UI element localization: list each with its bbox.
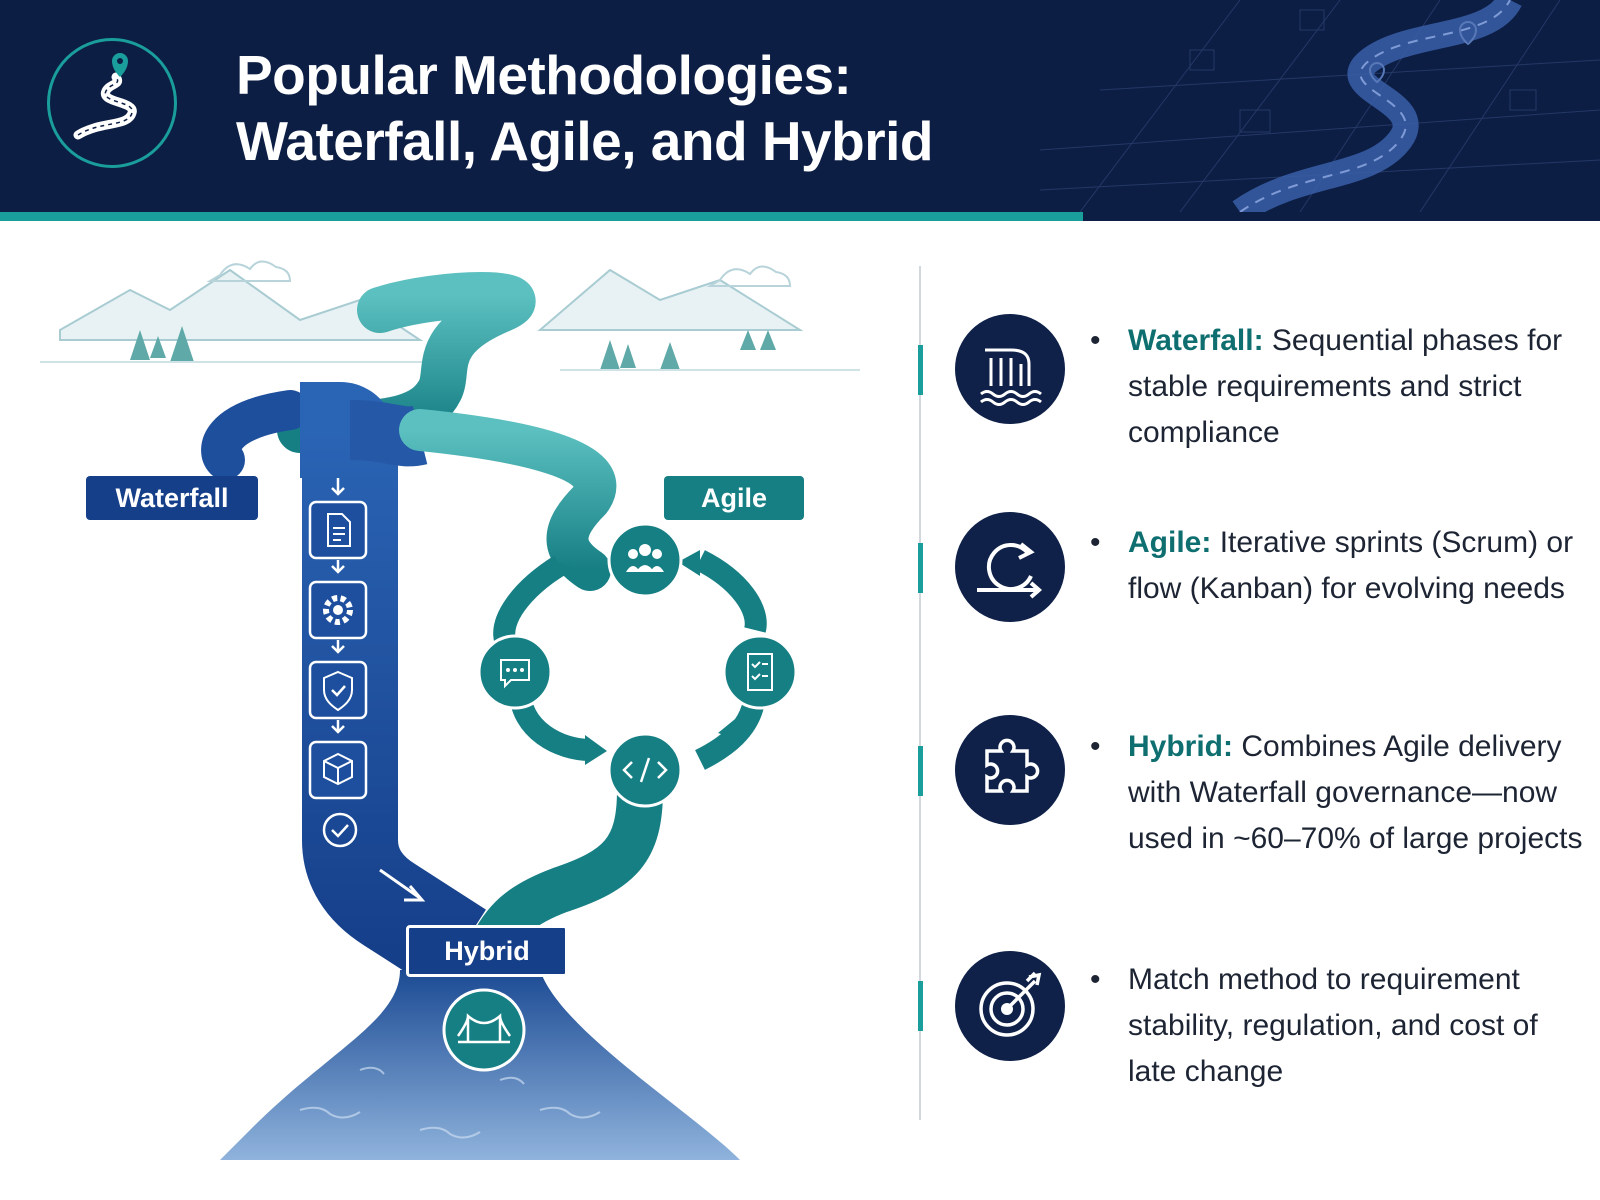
header-accent-bar-dark <box>1083 212 1600 221</box>
item-term: Waterfall: <box>1128 324 1264 357</box>
waterfall-description: Waterfall: Sequential phases for stable … <box>1128 318 1588 456</box>
item-term: Agile: <box>1128 526 1212 559</box>
item-text: Sequential phases for stable requirement… <box>1128 324 1563 449</box>
bullet: • <box>1090 730 1101 763</box>
road-map-decoration <box>1040 0 1600 212</box>
header-accent-bar <box>0 212 1083 221</box>
bullet: • <box>1090 963 1101 996</box>
hybrid-label: Hybrid <box>406 925 568 977</box>
target-icon <box>955 951 1065 1061</box>
bullet: • <box>1090 526 1101 559</box>
waterfall-icon <box>955 314 1065 424</box>
item-text: Combines Agile delivery with Waterfall g… <box>1128 730 1583 855</box>
agile-description: Agile: Iterative sprints (Scrum) or flow… <box>1128 520 1588 612</box>
iterative-cycle-icon <box>955 512 1065 622</box>
document-icon <box>308 500 368 560</box>
page-title: Popular Methodologies: Waterfall, Agile,… <box>236 42 934 174</box>
divider-tick <box>918 746 923 796</box>
check-circle-icon <box>322 812 358 848</box>
item-term: Hybrid: <box>1128 730 1233 763</box>
column-divider <box>919 266 921 1120</box>
divider-tick <box>918 345 923 395</box>
agile-cycle <box>477 522 798 808</box>
agile-label: Agile <box>664 476 804 520</box>
puzzle-piece-icon <box>955 715 1065 825</box>
divider-tick <box>918 981 923 1031</box>
hybrid-description: Hybrid: Combines Agile delivery with Wat… <box>1128 724 1588 862</box>
logo-badge <box>47 38 177 168</box>
methodology-river-diagram: Waterfall Agile Hybrid <box>0 230 900 1190</box>
guidance-description: Match method to requirement stability, r… <box>1128 957 1588 1095</box>
team-icon <box>607 522 683 598</box>
checklist-icon <box>722 634 798 710</box>
waterfall-label: Waterfall <box>86 476 258 520</box>
bridge-icon <box>442 988 526 1072</box>
winding-road-pin-icon <box>73 53 137 140</box>
river-illustration <box>40 260 860 1160</box>
item-text: Iterative sprints (Scrum) or flow (Kanba… <box>1128 526 1574 605</box>
shield-check-icon <box>308 660 368 720</box>
mountain-landscape <box>40 260 860 371</box>
divider-tick <box>918 543 923 593</box>
header-banner: Popular Methodologies: Waterfall, Agile,… <box>0 0 1600 212</box>
title-line-2: Waterfall, Agile, and Hybrid <box>236 110 934 172</box>
title-line-1: Popular Methodologies: <box>236 44 852 106</box>
bullet: • <box>1090 324 1101 357</box>
item-text: Match method to requirement stability, r… <box>1128 963 1538 1088</box>
waterfall-steps <box>308 478 426 902</box>
